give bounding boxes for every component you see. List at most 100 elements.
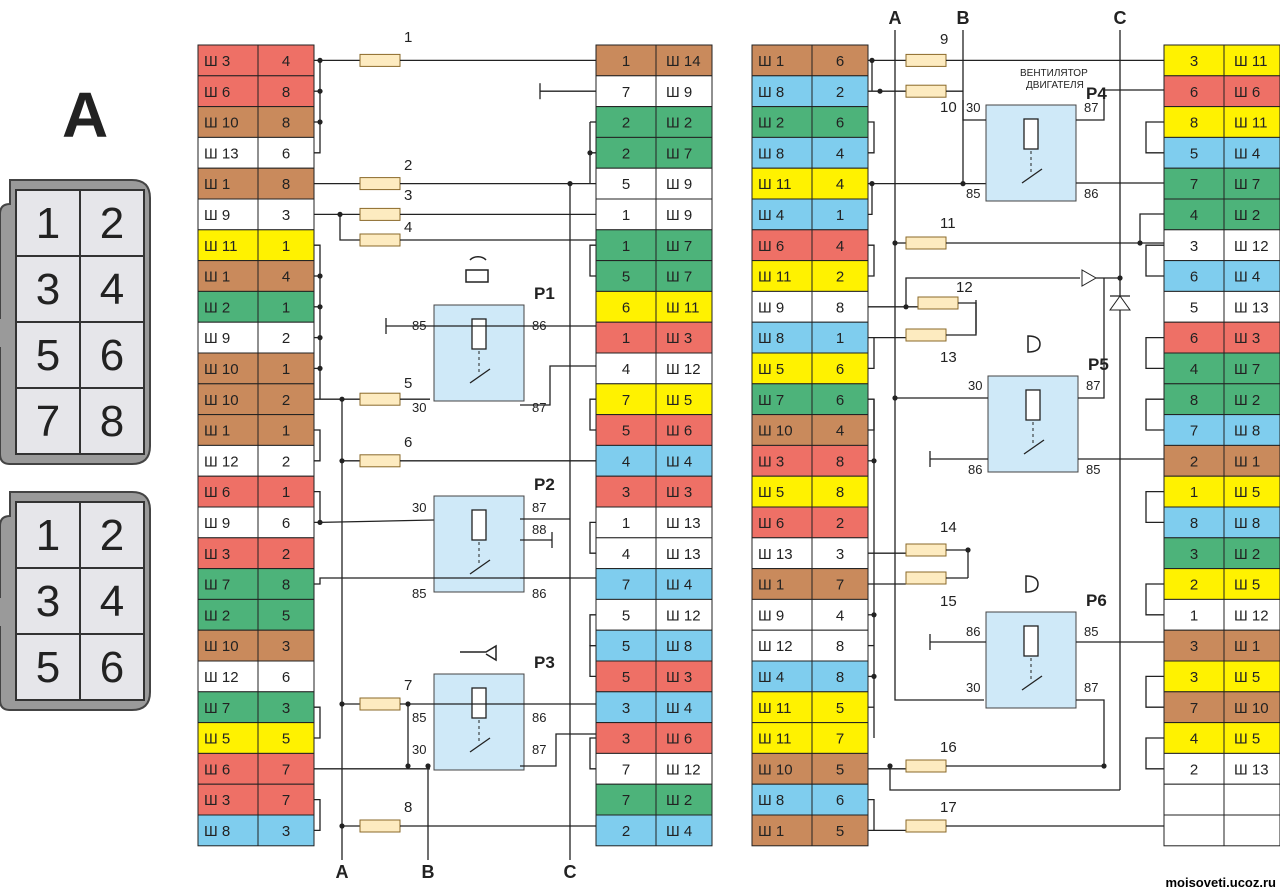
terminal-cell	[751, 75, 869, 108]
relay-pin: 85	[966, 186, 980, 201]
terminal-pin: 2	[622, 145, 630, 162]
fuse-number: 2	[404, 157, 412, 174]
terminal-label: Ш 5	[666, 392, 692, 409]
terminal-pin: 4	[836, 176, 844, 193]
relay-coil	[471, 687, 487, 719]
terminal-label: Ш 8	[758, 145, 784, 162]
terminal-cell	[751, 598, 869, 631]
junction-dot	[317, 335, 323, 341]
terminal-label: Ш 12	[758, 638, 793, 655]
terminal-pin: 5	[1190, 145, 1198, 162]
terminal-label: Ш 9	[666, 84, 692, 101]
terminal-cell	[751, 106, 869, 138]
terminal-label: Ш 5	[1234, 577, 1260, 594]
connector-pin-number: 2	[100, 199, 124, 248]
terminal-label: Ш 7	[666, 238, 692, 255]
wire	[1145, 336, 1164, 370]
junction-dot	[339, 823, 345, 829]
terminal-label: Ш 10	[204, 115, 239, 132]
terminal-cell	[197, 136, 315, 169]
fuse	[359, 392, 401, 406]
diode-icon	[1081, 269, 1098, 287]
terminal-cell	[1163, 814, 1280, 847]
terminal-pin: 1	[622, 238, 630, 255]
terminal-cell	[751, 629, 869, 662]
terminal-cell	[197, 475, 315, 508]
terminal-label: Ш 8	[758, 84, 784, 101]
relay-switch	[469, 737, 491, 753]
fuse-number: 6	[404, 434, 412, 451]
fuse-number: 8	[404, 799, 412, 816]
terminal-cell	[595, 383, 713, 416]
terminal-pin: 8	[282, 577, 290, 594]
relay-pin: 87	[1084, 100, 1098, 115]
relay-pin: 30	[966, 680, 980, 695]
terminal-label: Ш 6	[1234, 84, 1260, 101]
wire	[589, 122, 596, 154]
connector-pin-number: 1	[36, 199, 60, 248]
terminal-label: Ш 3	[204, 546, 230, 563]
terminal-pin: 1	[622, 515, 630, 532]
terminal-cell	[197, 444, 315, 477]
terminal-label: Ш 9	[204, 207, 230, 224]
wire	[889, 766, 1120, 791]
relay-pin: 85	[1086, 462, 1100, 477]
terminal-cell	[197, 629, 315, 662]
terminal-label: Ш 6	[758, 515, 784, 532]
wire	[958, 302, 977, 334]
terminal-label: Ш 6	[204, 484, 230, 501]
terminal-label: Ш 7	[1234, 361, 1260, 378]
terminal-cell	[595, 44, 713, 77]
relay-pin: 87	[532, 500, 546, 515]
terminal-cell	[751, 321, 869, 354]
terminal-label: Ш 2	[1234, 392, 1260, 409]
terminal-pin: 3	[282, 823, 290, 840]
terminal-cell	[595, 352, 713, 385]
terminal-cell	[595, 568, 713, 600]
wire	[1145, 675, 1164, 708]
terminal-pin: 5	[282, 607, 290, 624]
terminal-label: Ш 7	[666, 145, 692, 162]
watermark: moisovetі.ucoz.ru	[1165, 875, 1276, 890]
fuse	[905, 328, 947, 342]
terminal-cell	[1163, 414, 1280, 446]
terminal-pin: 6	[1190, 84, 1198, 101]
relay-pin: 30	[412, 500, 426, 515]
fuse	[359, 233, 401, 247]
relay-coil	[471, 318, 487, 350]
relay-switch	[1023, 439, 1045, 455]
terminal-label: Ш 13	[204, 145, 239, 162]
terminal-cell	[751, 290, 869, 323]
terminal-label: Ш 5	[758, 484, 784, 501]
terminal-label: Ш 11	[204, 238, 238, 255]
fuse	[359, 177, 401, 191]
terminal-cell	[1163, 321, 1280, 354]
terminal-label: Ш 9	[758, 607, 784, 624]
terminal-label: Ш 2	[204, 299, 230, 316]
terminal-pin: 8	[282, 115, 290, 132]
terminal-pin: 8	[836, 484, 844, 501]
terminal-pin: 6	[282, 669, 290, 686]
terminal-label: Ш 10	[204, 392, 239, 409]
terminal-label: Ш 12	[204, 669, 239, 686]
relay-name: Р3	[534, 653, 555, 672]
relay-pin: 87	[532, 742, 546, 757]
relay-pin: 87	[532, 400, 546, 415]
wire	[589, 614, 596, 647]
relay-coil	[1023, 118, 1039, 150]
terminal-label: Ш 12	[666, 607, 701, 624]
terminal-cell	[1163, 660, 1280, 693]
headlight-icon	[1025, 575, 1039, 593]
terminal-pin: 8	[836, 299, 844, 316]
junction-dot	[1117, 275, 1123, 281]
terminal-pin: 2	[1190, 453, 1198, 470]
wire	[868, 121, 875, 154]
terminal-label: Ш 9	[666, 207, 692, 224]
junction-dot	[339, 458, 345, 464]
terminal-label: Ш 8	[1234, 515, 1260, 532]
relay-caption: ДВИГАТЕЛЯ	[1026, 80, 1084, 91]
relay-pin: 86	[966, 624, 980, 639]
terminal-pin: 2	[622, 115, 630, 132]
terminal-cell	[197, 568, 315, 600]
